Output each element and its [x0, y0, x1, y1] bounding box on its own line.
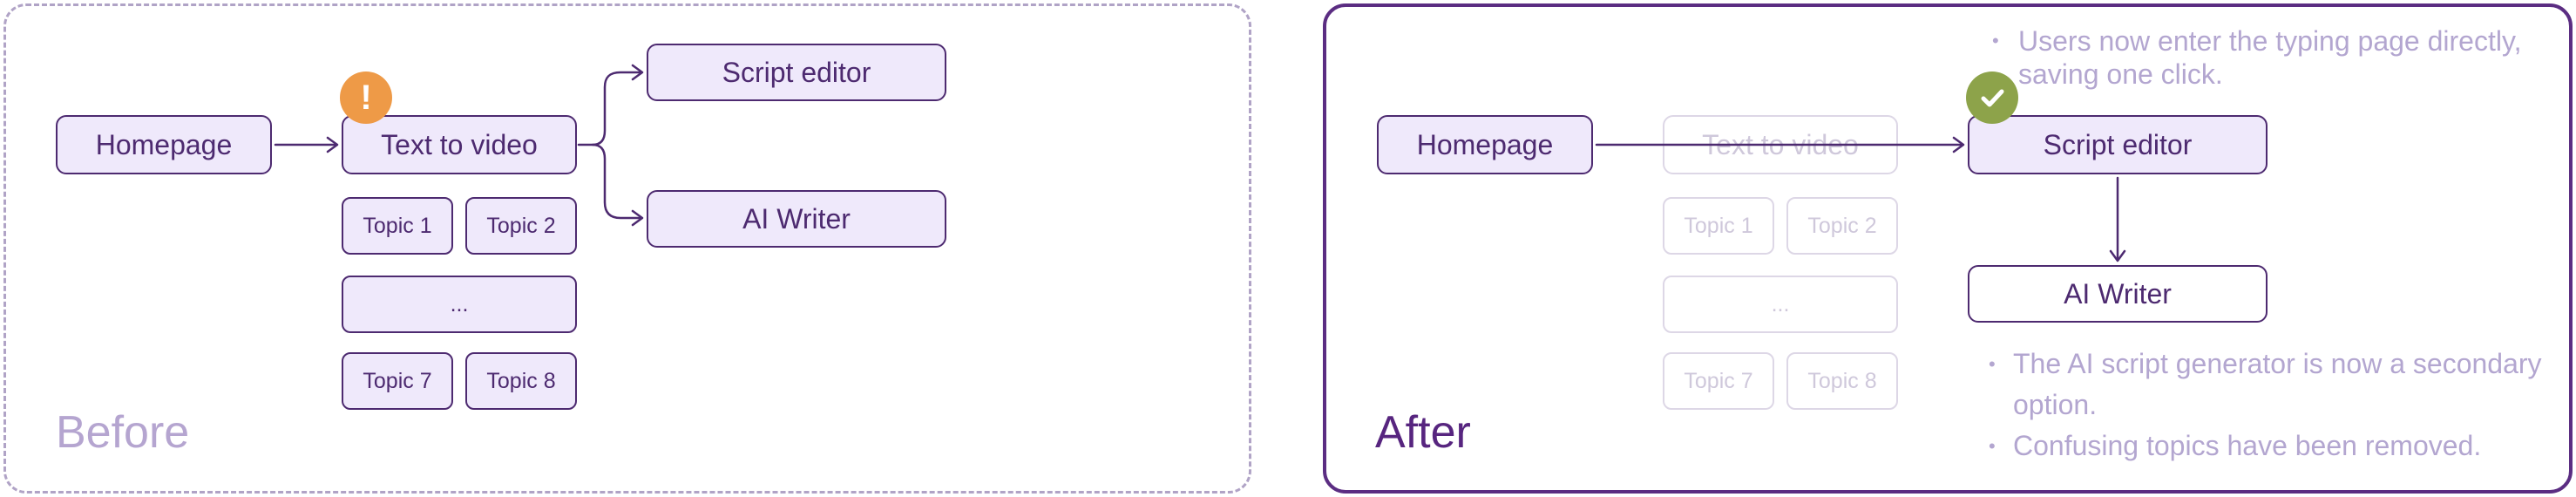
before-ellipsis-node: ... [342, 276, 577, 333]
after-topic-1-node: Topic 1 [1663, 197, 1774, 255]
note-item: • Users now enter the typing page directl… [1992, 24, 2541, 91]
note-text: Confusing topics have been removed. [2013, 430, 2482, 461]
after-script-editor-node: Script editor [1968, 115, 2268, 174]
bullet-icon: • [1989, 435, 1996, 457]
before-homepage-node: Homepage [56, 115, 272, 174]
before-text-to-video-node: Text to video [342, 115, 577, 174]
checkmark-icon [1966, 71, 2018, 124]
after-topic-2-node: Topic 2 [1786, 197, 1898, 255]
exclamation-icon: ! [340, 71, 392, 124]
bullet-icon: • [1992, 30, 1999, 51]
note-text: The AI script generator is now a seconda… [2013, 348, 2542, 420]
after-homepage-node: Homepage [1377, 115, 1593, 174]
bullet-icon: • [1989, 353, 1996, 375]
after-title: After [1375, 407, 1471, 458]
before-ai-writer-node: AI Writer [647, 190, 946, 248]
after-notes-top: • Users now enter the typing page directl… [1992, 24, 2541, 91]
before-topic-7-node: Topic 7 [342, 352, 453, 410]
before-panel [3, 3, 1251, 494]
before-script-editor-node: Script editor [647, 44, 946, 101]
after-notes-bottom: • The AI script generator is now a second… [1989, 344, 2571, 466]
before-title: Before [56, 407, 190, 458]
before-topic-1-node: Topic 1 [342, 197, 453, 255]
after-panel [1323, 3, 2573, 494]
after-topic-8-node: Topic 8 [1786, 352, 1898, 410]
before-topic-2-node: Topic 2 [465, 197, 577, 255]
before-topic-8-node: Topic 8 [465, 352, 577, 410]
note-item: • Confusing topics have been removed. [1989, 426, 2571, 466]
after-topic-7-node: Topic 7 [1663, 352, 1774, 410]
note-item: • The AI script generator is now a second… [1989, 344, 2571, 426]
after-ellipsis-node: ... [1663, 276, 1898, 333]
after-ai-writer-node: AI Writer [1968, 265, 2268, 323]
note-text: Users now enter the typing page directly… [2018, 25, 2522, 90]
after-text-to-video-node: Text to video [1663, 115, 1898, 174]
